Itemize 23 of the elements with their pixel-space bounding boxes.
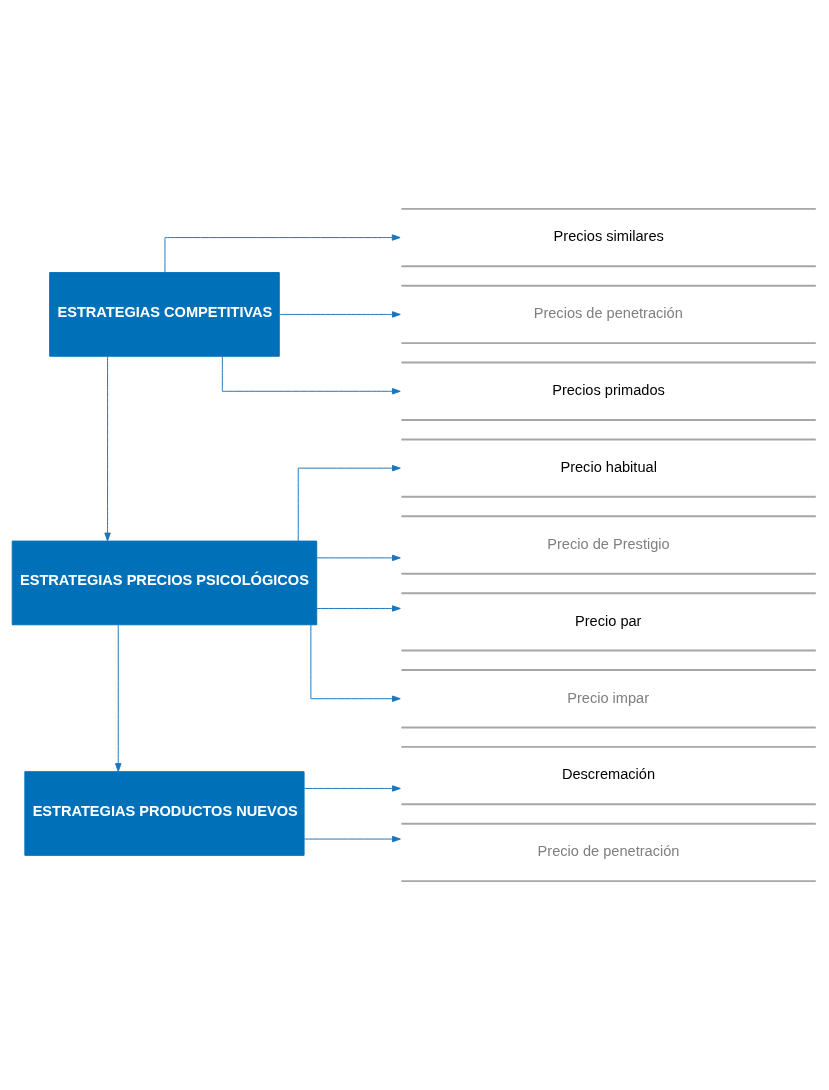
node-box: ESTRATEGIAS PRECIOS PSICOLÓGICOS	[11, 540, 318, 626]
node-text: Precios de penetración	[533, 305, 683, 322]
arrow	[278, 311, 401, 318]
node-text: Precios similares	[553, 228, 664, 245]
node-text: Precios primados	[552, 382, 665, 399]
node-text: Precio par	[575, 612, 642, 629]
arrow	[316, 554, 401, 562]
arrow	[164, 234, 401, 273]
arrow	[297, 464, 401, 542]
node-text: Precio impar	[567, 689, 650, 706]
arrow	[104, 355, 111, 542]
arrow	[115, 624, 122, 772]
node-box: ESTRATEGIAS PRODUCTOS NUEVOS	[24, 771, 305, 856]
arrow	[316, 605, 401, 612]
arrow	[310, 624, 401, 702]
node-text: Precio de penetración	[537, 843, 680, 860]
arrow	[303, 835, 401, 843]
node-text: Descremación	[561, 766, 656, 783]
arrow	[221, 355, 401, 395]
node-text: Precio de Prestigio	[547, 535, 670, 552]
node-text: Precio habitual	[560, 459, 657, 476]
arrow	[303, 785, 401, 792]
node-box: ESTRATEGIAS COMPETITIVAS	[49, 272, 280, 357]
